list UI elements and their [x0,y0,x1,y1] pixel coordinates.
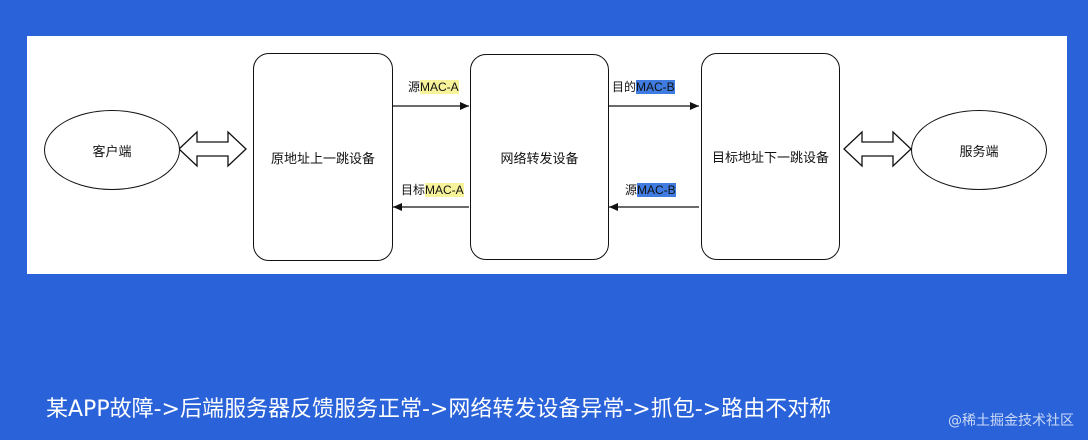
diagram-canvas: 客户端 原地址上一跳设备 网络转发设备 目标地址下一跳设备 服务端 源MAC-A… [27,36,1067,274]
edge-label-prefix: 目标 [401,183,426,197]
edge-label-dst-mac-b: 目的MAC-B [612,79,675,95]
prev-hop-label: 原地址上一跳设备 [270,151,375,167]
edge-label-src-mac-b: 源MAC-B [625,182,676,198]
client-bidirectional-arrow [178,130,247,168]
forwarding-device-node: 网络转发设备 [470,54,609,260]
forwarder-label: 网络转发设备 [500,151,579,167]
client-node: 客户端 [44,110,180,190]
edge-label-src-mac-a: 源MAC-A [408,79,459,95]
watermark: @稀土掘金技术社区 [948,413,1074,429]
mac-a-highlight: MAC-A [425,183,464,197]
server-label: 服务端 [959,144,999,160]
client-label: 客户端 [92,144,132,160]
mac-a-highlight: MAC-A [420,80,459,94]
mac-b-highlight: MAC-B [636,80,675,94]
edge-label-prefix: 源 [408,80,421,94]
next-hop-device-node: 目标地址下一跳设备 [701,53,840,260]
connector-layer [178,102,912,211]
edge-label-dst-mac-a: 目标MAC-A [401,182,464,198]
server-node: 服务端 [911,110,1047,190]
edge-label-prefix: 源 [625,183,638,197]
edge-label-prefix: 目的 [612,80,637,94]
mac-b-highlight: MAC-B [637,183,676,197]
prev-hop-device-node: 原地址上一跳设备 [253,53,393,261]
server-bidirectional-arrow [843,130,912,168]
next-hop-label: 目标地址下一跳设备 [711,151,829,166]
caption-text: 某APP故障->后端服务器反馈服务正常->网络转发设备异常->抓包->路由不对称 [46,397,832,422]
